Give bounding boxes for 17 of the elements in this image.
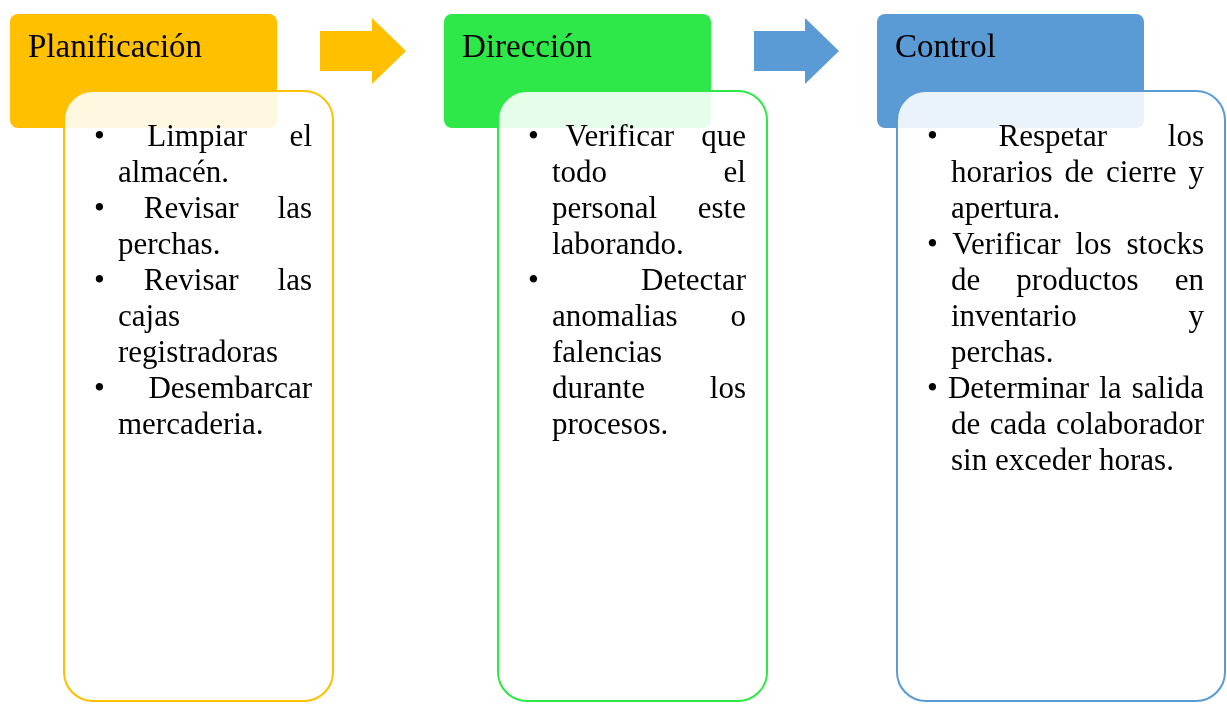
block-arrow xyxy=(754,18,839,84)
header-title: Dirección xyxy=(462,27,594,66)
header-title: Control xyxy=(895,27,997,66)
block-arrow xyxy=(320,18,406,84)
task-card xyxy=(896,90,1226,702)
bullet-item: • Revisar las perchas. xyxy=(94,190,312,262)
bullet-item: • Respetar los horarios de cierre y apertura. xyxy=(927,118,1204,226)
bullet-item: • Verificar que todo el personal este laborando. xyxy=(528,118,746,262)
bullet-item: • Limpiar el almacén. xyxy=(94,118,312,190)
bullet-item: • Detectar anomalias o falencias durante los procesos. xyxy=(528,262,746,442)
bullet-item: • Verificar los stocks de productos en inventario y perchas. xyxy=(927,226,1204,370)
header-title: Planificación xyxy=(28,27,204,66)
task-card xyxy=(497,90,768,702)
bullet-item: • Revisar las cajas registradoras xyxy=(94,262,312,370)
task-card xyxy=(63,90,334,702)
bullet-item: • Desembarcar mercaderia. xyxy=(94,370,312,442)
bullet-item: • Determinar la salida de cada colaborador sin exceder horas. xyxy=(927,370,1204,478)
